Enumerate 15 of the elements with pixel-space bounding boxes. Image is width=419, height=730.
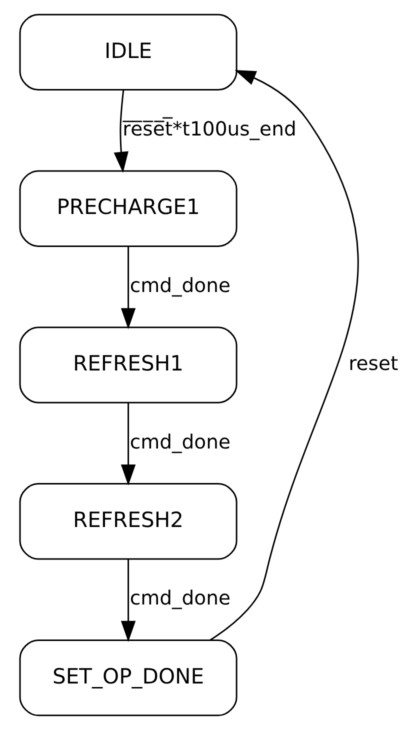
node-box: IDLE xyxy=(19,14,238,91)
node-box: PRECHARGE1 xyxy=(19,170,238,247)
node-box: SET_OP_DONE xyxy=(19,639,238,716)
arrow xyxy=(120,402,136,486)
arrow xyxy=(210,70,359,641)
edge-label: cmd_done xyxy=(130,430,231,454)
node-box: REFRESH1 xyxy=(19,326,238,404)
edge-label: reset xyxy=(348,352,398,376)
arrow xyxy=(120,246,136,330)
node-box: REFRESH2 xyxy=(19,483,238,560)
arrow xyxy=(120,559,136,642)
edge-label: cmd_done xyxy=(130,586,231,610)
edge-label: r̅e̅s̅e̅t̅*t100us_end xyxy=(122,118,296,141)
arrow xyxy=(114,90,128,173)
edge-label: cmd_done xyxy=(130,274,231,297)
